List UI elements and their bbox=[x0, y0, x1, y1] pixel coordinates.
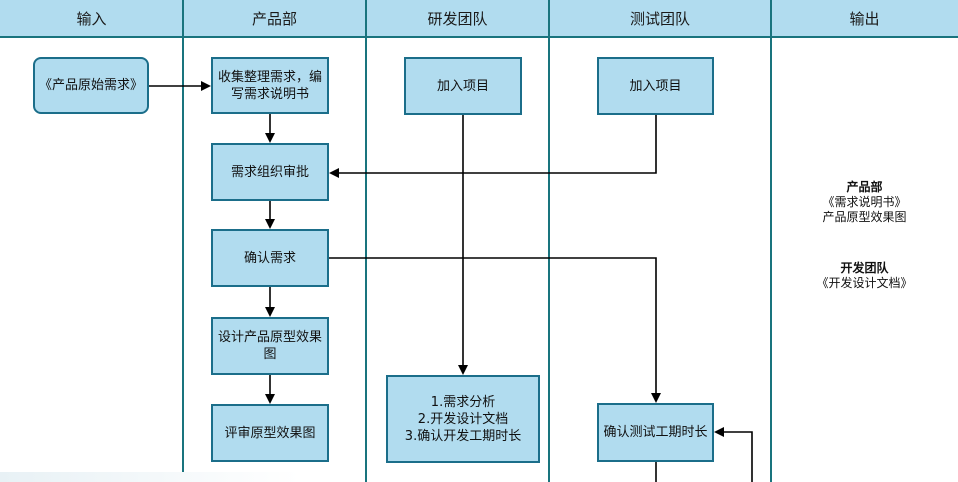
dev-task-line: 2.开发设计文档 bbox=[417, 411, 509, 427]
lane-divider bbox=[182, 0, 184, 482]
node-test-confirm-duration[interactable]: 确认测试工期时长 bbox=[597, 403, 714, 462]
output-title: 产品部 bbox=[846, 180, 883, 194]
output-line: 《开发设计文档》 bbox=[816, 276, 913, 290]
lane-header-test: 测试团队 bbox=[549, 0, 771, 38]
arrow-testjoin-to-review bbox=[329, 115, 657, 178]
dev-task-line: 1.需求分析 bbox=[430, 394, 496, 410]
node-raw-requirements[interactable]: 《产品原始需求》 bbox=[33, 57, 149, 114]
node-dev-tasks[interactable]: 1.需求分析 2.开发设计文档 3.确认开发工期时长 bbox=[386, 375, 540, 463]
output-dev-team: 开发团队 《开发设计文档》 bbox=[771, 261, 958, 291]
lane-divider bbox=[770, 0, 772, 482]
node-collect-requirements[interactable]: 收集整理需求，编写需求说明书 bbox=[211, 57, 329, 114]
lane-header-output: 输出 bbox=[771, 0, 958, 38]
node-design-prototype[interactable]: 设计产品原型效果图 bbox=[211, 317, 329, 375]
output-title: 开发团队 bbox=[840, 261, 889, 275]
lane-header-product: 产品部 bbox=[183, 0, 366, 38]
output-line: 《需求说明书》 bbox=[822, 195, 907, 209]
lane-divider bbox=[365, 0, 367, 482]
arrow-return-to-testduration bbox=[714, 427, 753, 482]
node-test-join-project[interactable]: 加入项目 bbox=[597, 57, 714, 115]
lane-divider bbox=[548, 0, 550, 482]
node-review-prototype[interactable]: 评审原型效果图 bbox=[211, 404, 329, 462]
dev-task-line: 3.确认开发工期时长 bbox=[404, 428, 522, 444]
lane-header-input: 输入 bbox=[0, 0, 183, 38]
lane-header-dev: 研发团队 bbox=[366, 0, 549, 38]
bottom-edge-shade bbox=[0, 472, 300, 482]
node-dev-join-project[interactable]: 加入项目 bbox=[404, 57, 522, 115]
node-review-requirements[interactable]: 需求组织审批 bbox=[211, 143, 329, 201]
output-line: 产品原型效果图 bbox=[822, 210, 907, 224]
node-confirm-requirements[interactable]: 确认需求 bbox=[211, 229, 329, 287]
output-product-dept: 产品部 《需求说明书》 产品原型效果图 bbox=[771, 180, 958, 225]
